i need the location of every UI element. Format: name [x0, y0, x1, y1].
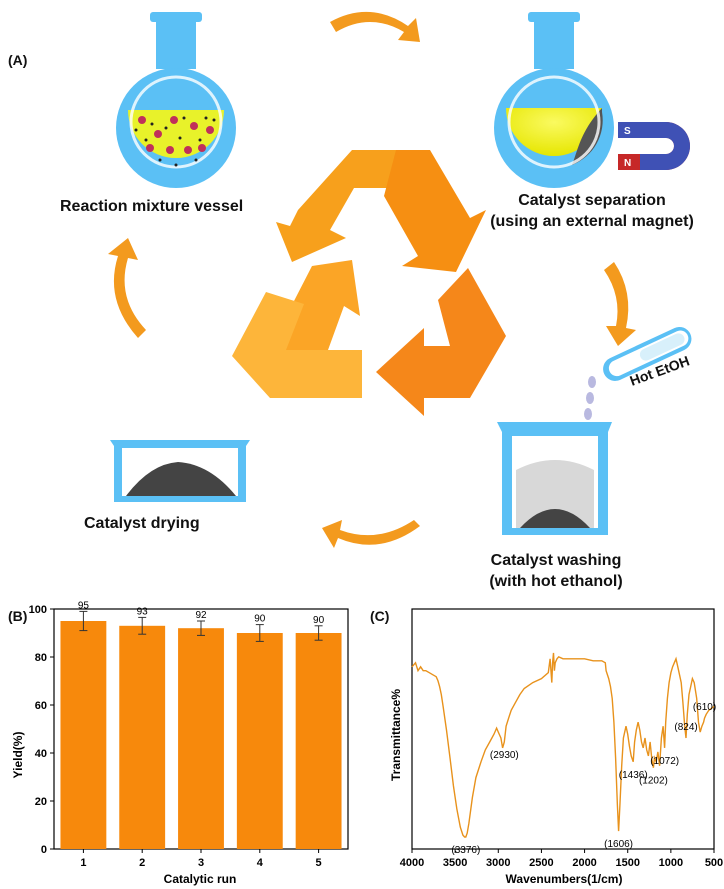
spectrum-line	[411, 652, 715, 838]
step-reaction-label: Reaction mixture vessel	[60, 198, 244, 215]
y-tick-label: 60	[35, 700, 47, 712]
separation-flask-icon	[494, 12, 614, 188]
x-tick-label: 500	[705, 857, 723, 869]
x-axis-label: Wavenumbers(1/cm)	[506, 872, 623, 886]
x-tick-label: 2500	[529, 857, 553, 869]
x-tick-label: 3000	[486, 857, 510, 869]
y-axis-label: Transmittance%	[389, 689, 403, 781]
peak-annotation: (1606)	[604, 839, 633, 850]
x-tick-label: 2000	[572, 857, 596, 869]
bar	[60, 621, 107, 849]
magnet-icon: S N	[618, 122, 690, 170]
recycle-icon	[232, 150, 506, 416]
step-drying-label: Catalyst drying	[84, 515, 200, 532]
magnet-n-pole: N	[624, 158, 631, 169]
peak-annotation: (824)	[674, 722, 697, 733]
arrow-icon	[322, 520, 420, 548]
peak-annotation: (1072)	[650, 756, 679, 767]
drying-dish-icon	[110, 440, 250, 502]
y-tick-label: 20	[35, 796, 47, 808]
step-washing-line1: Catalyst washing	[490, 552, 622, 569]
arrow-icon	[108, 238, 146, 338]
step-washing-label: Catalyst washing (with hot ethanol)	[466, 550, 646, 592]
x-tick-label: 3	[198, 857, 204, 869]
y-tick-label: 80	[35, 652, 47, 664]
step-separation-line1: Catalyst separation	[518, 192, 666, 209]
panel-c-label: (C)	[370, 608, 390, 624]
data-label: 90	[313, 615, 325, 626]
x-tick-label: 4	[257, 857, 264, 869]
x-tick-label: 1	[80, 857, 86, 869]
recycling-scheme: S N Hot EtOH	[108, 11, 691, 548]
step-separation-label: Catalyst separation (using an external m…	[472, 190, 712, 232]
peak-annotation: (610)	[693, 702, 716, 713]
ftir-chart: 4000 3500 3000 2500 2000 1500 1000 500 (3376) (29…	[389, 608, 723, 886]
bar	[236, 633, 283, 849]
washing-beaker-icon	[497, 422, 612, 535]
magnet-s-pole: S	[624, 126, 631, 137]
x-tick-label: 4000	[400, 857, 424, 869]
reaction-flask-icon	[116, 12, 236, 188]
x-tick-label: 1500	[615, 857, 639, 869]
data-label: 93	[137, 606, 149, 617]
panel-a-label: (A)	[8, 52, 28, 68]
x-tick-label: 5	[316, 857, 322, 869]
x-tick-label: 2	[139, 857, 145, 869]
y-tick-label: 0	[41, 844, 47, 856]
arrow-icon	[604, 262, 636, 346]
bar-chart: 0 20 40 60 80 100 95 1 93 2 92 3 90 4 90 5 Catalytic ru…	[11, 600, 349, 886]
peak-annotation: (1436)	[619, 770, 648, 781]
x-tick-label: 3500	[443, 857, 467, 869]
y-axis-label: Yield(%)	[11, 732, 25, 779]
x-axis-label: Catalytic run	[164, 872, 237, 886]
y-tick-label: 40	[35, 748, 47, 760]
peak-annotation: (3376)	[451, 845, 480, 856]
data-label: 95	[78, 600, 90, 611]
data-label: 92	[195, 610, 207, 621]
step-washing-line2: (with hot ethanol)	[489, 573, 623, 590]
peak-annotation: (2930)	[490, 750, 519, 761]
arrow-icon	[330, 11, 420, 42]
data-label: 90	[254, 614, 266, 625]
bar	[178, 628, 224, 849]
y-tick-label: 100	[29, 604, 47, 616]
plot-frame	[411, 608, 715, 850]
peak-annotation: (1202)	[639, 776, 668, 787]
bar	[119, 625, 166, 849]
x-tick-label: 1000	[659, 857, 683, 869]
panel-b-label: (B)	[8, 608, 28, 624]
step-separation-line2: (using an external magnet)	[490, 213, 694, 230]
bar	[295, 633, 342, 849]
process-arrows	[108, 11, 636, 548]
